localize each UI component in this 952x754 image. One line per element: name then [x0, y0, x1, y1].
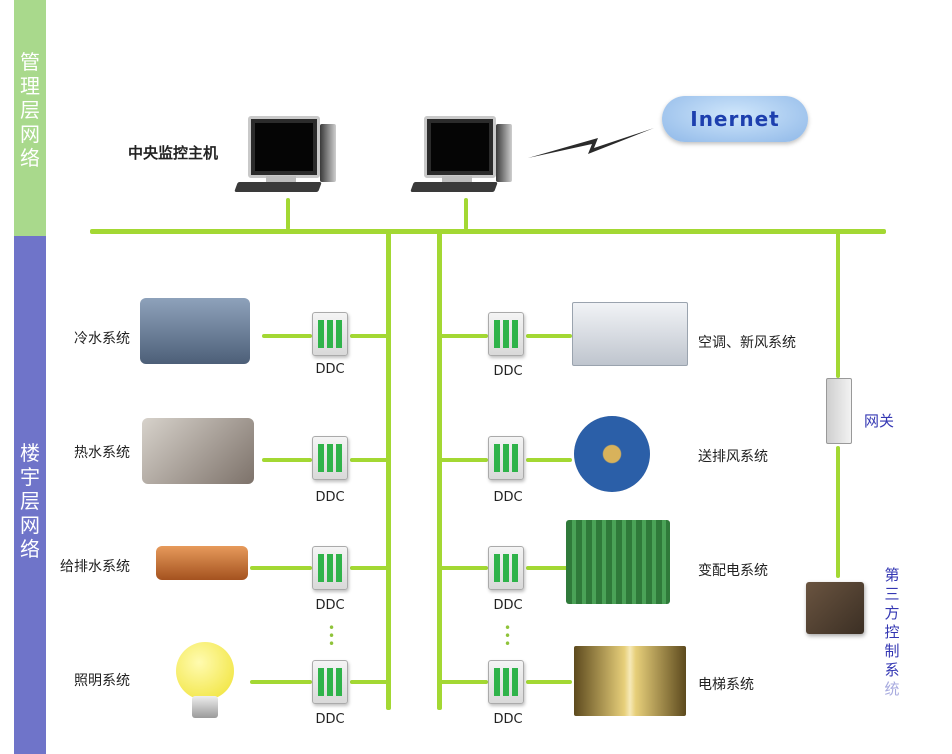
system-label-lighting: 照明系统 — [74, 673, 130, 689]
ddc-controller — [312, 546, 348, 590]
gateway-device-icon — [826, 378, 852, 444]
third-party-char: 第 — [884, 566, 900, 584]
right-row3-line — [526, 566, 572, 570]
third-party-char: 三 — [884, 585, 900, 603]
third-party-controller-icon — [806, 582, 864, 634]
air-handler-icon — [572, 302, 688, 366]
main-bus-line — [90, 229, 886, 234]
band-char: 宇 — [20, 465, 40, 489]
chiller-icon — [140, 298, 250, 364]
left-row3-line — [250, 566, 312, 570]
system-label-elevator: 电梯系统 — [698, 677, 754, 693]
pc2-drop-line — [464, 198, 468, 230]
right-trunk-line — [437, 232, 442, 710]
system-label-ventilation: 送排风系统 — [698, 449, 768, 465]
gateway-third-line — [836, 446, 840, 578]
third-party-char: 方 — [884, 604, 900, 622]
ddc-label: DDC — [493, 364, 523, 379]
ddc-label: DDC — [315, 362, 345, 377]
system-label-power: 变配电系统 — [698, 563, 768, 579]
band-char: 网 — [20, 513, 40, 537]
right-row3-trunk-line — [440, 566, 488, 570]
left-row1-line — [262, 334, 312, 338]
ddc-controller — [312, 312, 348, 356]
band-char: 层 — [20, 489, 40, 513]
gateway-label: 网关 — [864, 412, 895, 430]
internet-label: Inernet — [690, 107, 780, 131]
ddc-label: DDC — [315, 598, 345, 613]
continuation-dots-icon: ••• — [504, 621, 512, 651]
third-party-label: 第 三 方 控 制 系 统 — [882, 566, 902, 699]
band-char: 层 — [20, 98, 40, 122]
gateway-trunk-line — [836, 232, 840, 378]
fan-icon — [574, 416, 650, 492]
system-label-chilled-water: 冷水系统 — [74, 331, 130, 347]
ddc-controller — [312, 436, 348, 480]
band-char: 络 — [20, 146, 40, 170]
right-row2-line — [526, 458, 572, 462]
building-layer-band: 楼 宇 层 网 络 — [14, 236, 46, 754]
band-char: 管 — [20, 50, 40, 74]
ddc-controller — [488, 312, 524, 356]
left-trunk-line — [386, 232, 391, 710]
pc1-drop-line — [286, 198, 290, 230]
right-row1-line — [526, 334, 572, 338]
ddc-label: DDC — [493, 598, 523, 613]
management-layer-band: 管 理 层 网 络 — [14, 0, 46, 236]
right-row4-trunk-line — [440, 680, 488, 684]
right-row2-trunk-line — [440, 458, 488, 462]
transformer-icon — [566, 520, 670, 604]
internet-cloud-icon: Inernet — [662, 96, 808, 142]
ddc-label: DDC — [315, 490, 345, 505]
system-label-hvac: 空调、新风系统 — [698, 335, 796, 351]
ddc-label: DDC — [493, 490, 523, 505]
system-label-water-supply: 给排水系统 — [60, 559, 130, 575]
ddc-controller — [488, 660, 524, 704]
left-row4-ddc-line — [350, 680, 388, 684]
third-party-char: 控 — [884, 623, 900, 641]
ddc-controller — [488, 546, 524, 590]
ddc-controller — [488, 436, 524, 480]
ddc-label: DDC — [493, 712, 523, 727]
ddc-label: DDC — [315, 712, 345, 727]
third-party-char: 制 — [884, 642, 900, 660]
boiler-icon — [142, 418, 254, 484]
third-party-char: 系 — [884, 661, 900, 679]
band-char: 网 — [20, 122, 40, 146]
band-char: 理 — [20, 74, 40, 98]
pump-icon — [156, 546, 248, 580]
continuation-dots-icon: ••• — [328, 621, 336, 651]
left-row2-line — [262, 458, 312, 462]
left-row3-ddc-line — [350, 566, 388, 570]
wireless-link-icon — [528, 128, 654, 158]
third-party-char: 统 — [884, 680, 900, 698]
left-row1-ddc-line — [350, 334, 388, 338]
left-row4-line — [250, 680, 312, 684]
elevator-icon — [574, 646, 686, 716]
ddc-controller — [312, 660, 348, 704]
right-row1-trunk-line — [440, 334, 488, 338]
left-row2-ddc-line — [350, 458, 388, 462]
right-row4-line — [526, 680, 572, 684]
band-char: 楼 — [20, 441, 40, 465]
band-char: 络 — [20, 537, 40, 561]
system-label-hot-water: 热水系统 — [74, 445, 130, 461]
central-monitor-label: 中央监控主机 — [128, 144, 219, 162]
